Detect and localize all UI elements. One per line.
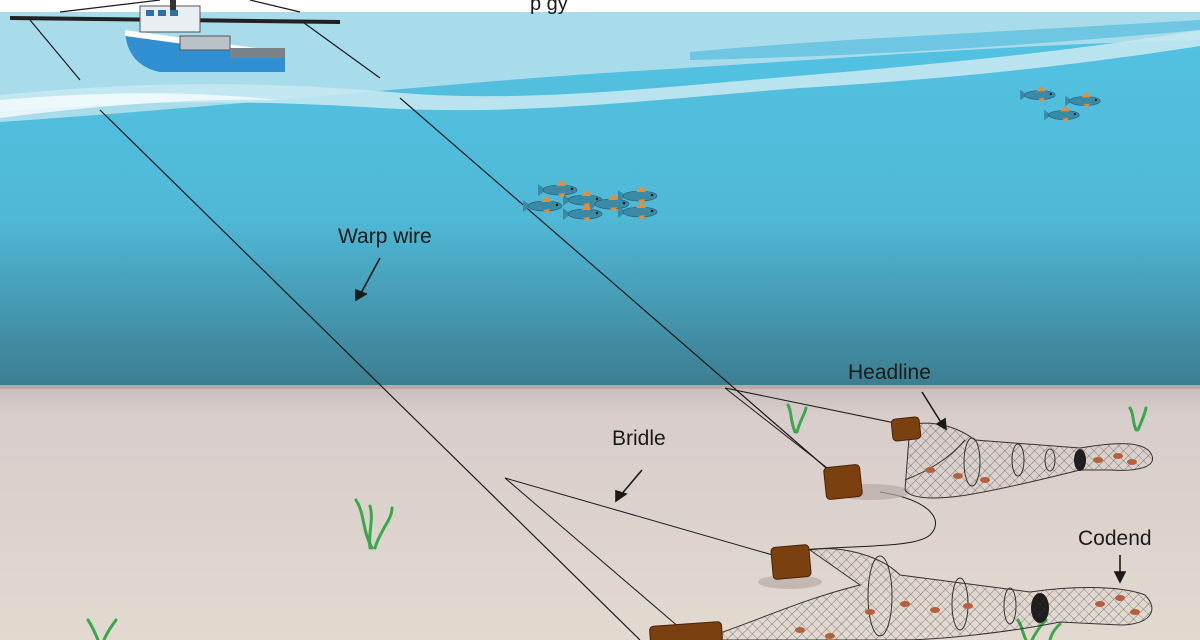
surface-wave-3 — [0, 93, 280, 118]
label-arrows — [355, 257, 1127, 584]
label-warp-wire: Warp wire — [338, 225, 432, 248]
fish-school-icon — [523, 180, 658, 222]
fish-icon — [523, 196, 563, 214]
shrimp-mark — [1127, 459, 1137, 465]
warp-wires — [29, 0, 841, 640]
fish-school-icon — [1020, 86, 1101, 123]
shrimp-mark — [1095, 601, 1105, 607]
shrimp-mark — [865, 609, 875, 615]
shrimp-mark — [900, 601, 910, 607]
surface-wave-2 — [690, 20, 1200, 60]
shrimp-mark — [963, 603, 973, 609]
shrimp-mark — [1113, 453, 1123, 459]
shrimp-mark — [980, 477, 990, 483]
shrimp-icon — [795, 453, 1140, 639]
diagram-title-fragment: p gy — [530, 0, 568, 15]
trawl-net-icon — [823, 416, 1153, 500]
fish-icon — [1065, 92, 1101, 109]
fish-icon — [618, 186, 658, 204]
shrimp-mark — [925, 467, 935, 473]
fish-icon — [590, 194, 630, 212]
shrimp-mark — [825, 633, 835, 639]
surface-wave-1 — [0, 30, 1200, 112]
fish-icon — [563, 204, 603, 222]
fish-icon — [618, 202, 658, 220]
shrimp-mark — [953, 473, 963, 479]
trawl-net-icon — [649, 544, 1153, 640]
bridles — [504, 387, 936, 629]
shrimp-mark — [1130, 609, 1140, 615]
label-headline: Headline — [848, 361, 931, 384]
shrimp-mark — [1093, 457, 1103, 463]
label-codend: Codend — [1078, 527, 1152, 550]
fish-icon — [538, 180, 578, 198]
shrimp-mark — [1115, 595, 1125, 601]
label-bridle: Bridle — [612, 427, 666, 450]
shrimp-mark — [795, 627, 805, 633]
seagrass-icon — [86, 403, 1148, 640]
shrimp-mark — [930, 607, 940, 613]
seabed-edge — [0, 385, 1200, 389]
trawler-boat-icon — [9, 0, 341, 72]
